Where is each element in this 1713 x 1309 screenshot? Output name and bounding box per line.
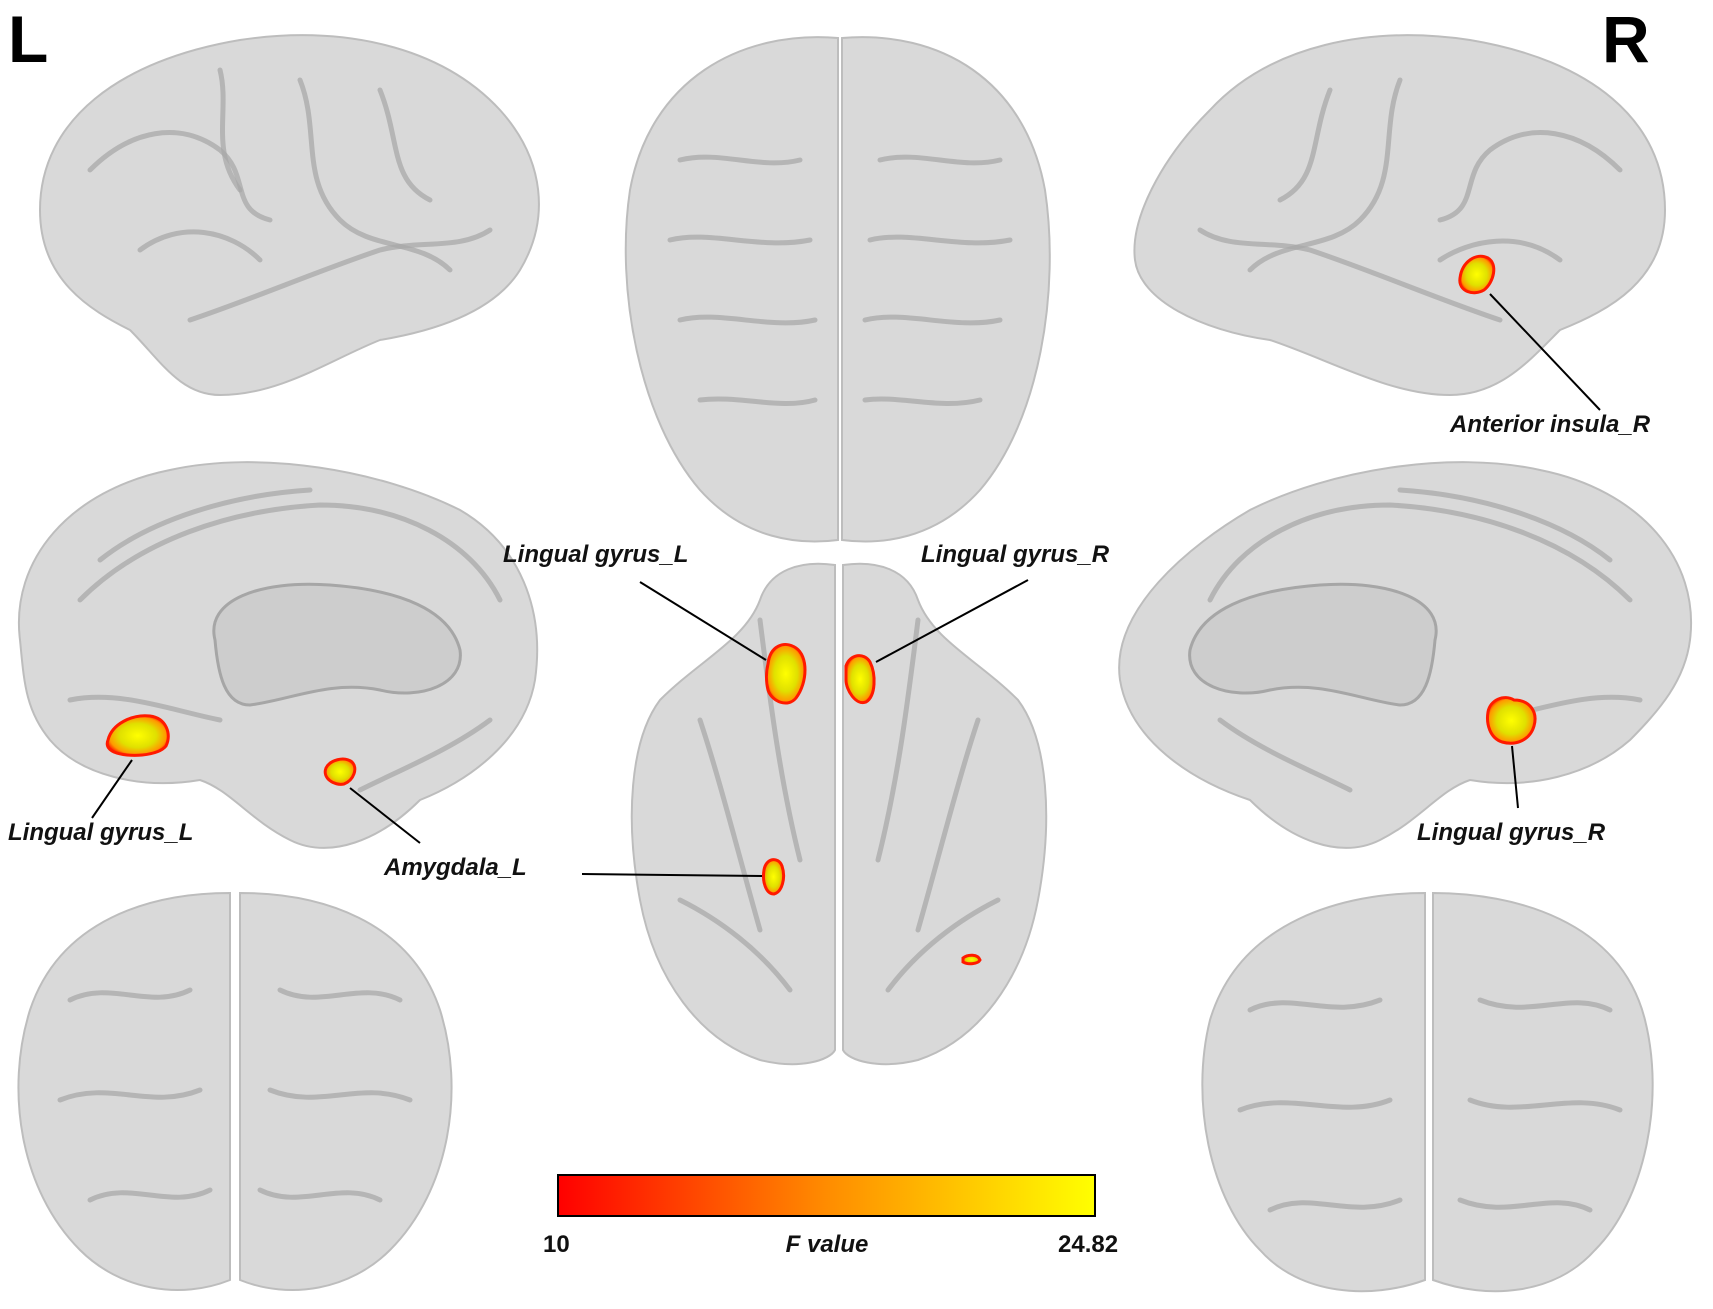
- label-amygdala-l: Amygdala_L: [383, 854, 527, 881]
- leader-lingual-gyrus-r-medial: [1511, 745, 1519, 809]
- activation-lingual-gyrus-l-ventral: [765, 643, 807, 705]
- right-medial-brain: [1118, 461, 1693, 849]
- leader-amygdala-l-medial: [349, 787, 421, 844]
- colorbar: 10 F value 24.82: [543, 1174, 1118, 1258]
- leader-lingual-gyrus-l-ventral: [639, 581, 767, 661]
- colorbar-max-label: 24.82: [1058, 1231, 1118, 1258]
- ventral-brain: [581, 562, 1048, 1066]
- label-lingual-gyrus-l-ventral: Lingual gyrus_L: [503, 541, 688, 568]
- activation-lingual-gyrus-r-medial: [1486, 696, 1537, 745]
- left-medial-brain: [17, 461, 539, 849]
- activation-small-right-ventral: [961, 953, 982, 966]
- label-lingual-gyrus-r-ventral: Lingual gyrus_R: [921, 541, 1110, 568]
- right-hemisphere-letter: R: [1602, 2, 1650, 76]
- activation-amygdala-l-medial: [323, 757, 357, 786]
- activation-anterior-insula-r: [1458, 254, 1496, 295]
- colorbar-title: F value: [786, 1231, 869, 1258]
- left-coronal-brain: [17, 891, 453, 1291]
- leader-lingual-gyrus-r-ventral: [875, 579, 1029, 663]
- left-lateral-brain: [38, 34, 540, 397]
- dorsal-brain: [624, 36, 1051, 543]
- activation-lingual-gyrus-r-ventral: [844, 654, 876, 705]
- right-lateral-brain: [1133, 34, 1667, 411]
- leader-amygdala-l-ventral: [581, 873, 763, 877]
- activation-amygdala-l-ventral: [762, 858, 786, 896]
- colorbar-gradient: [557, 1174, 1096, 1217]
- label-anterior-insula-r: Anterior insula_R: [1449, 411, 1651, 438]
- label-lingual-gyrus-r-medial: Lingual gyrus_R: [1417, 819, 1606, 846]
- right-coronal-brain: [1201, 891, 1654, 1293]
- activation-lingual-gyrus-l-medial: [105, 714, 170, 757]
- leader-lingual-gyrus-l-medial: [91, 759, 133, 819]
- leader-anterior-insula-r: [1489, 293, 1601, 411]
- colorbar-min-label: 10: [543, 1231, 570, 1258]
- left-hemisphere-letter: L: [8, 2, 48, 76]
- label-lingual-gyrus-l-medial: Lingual gyrus_L: [8, 819, 193, 846]
